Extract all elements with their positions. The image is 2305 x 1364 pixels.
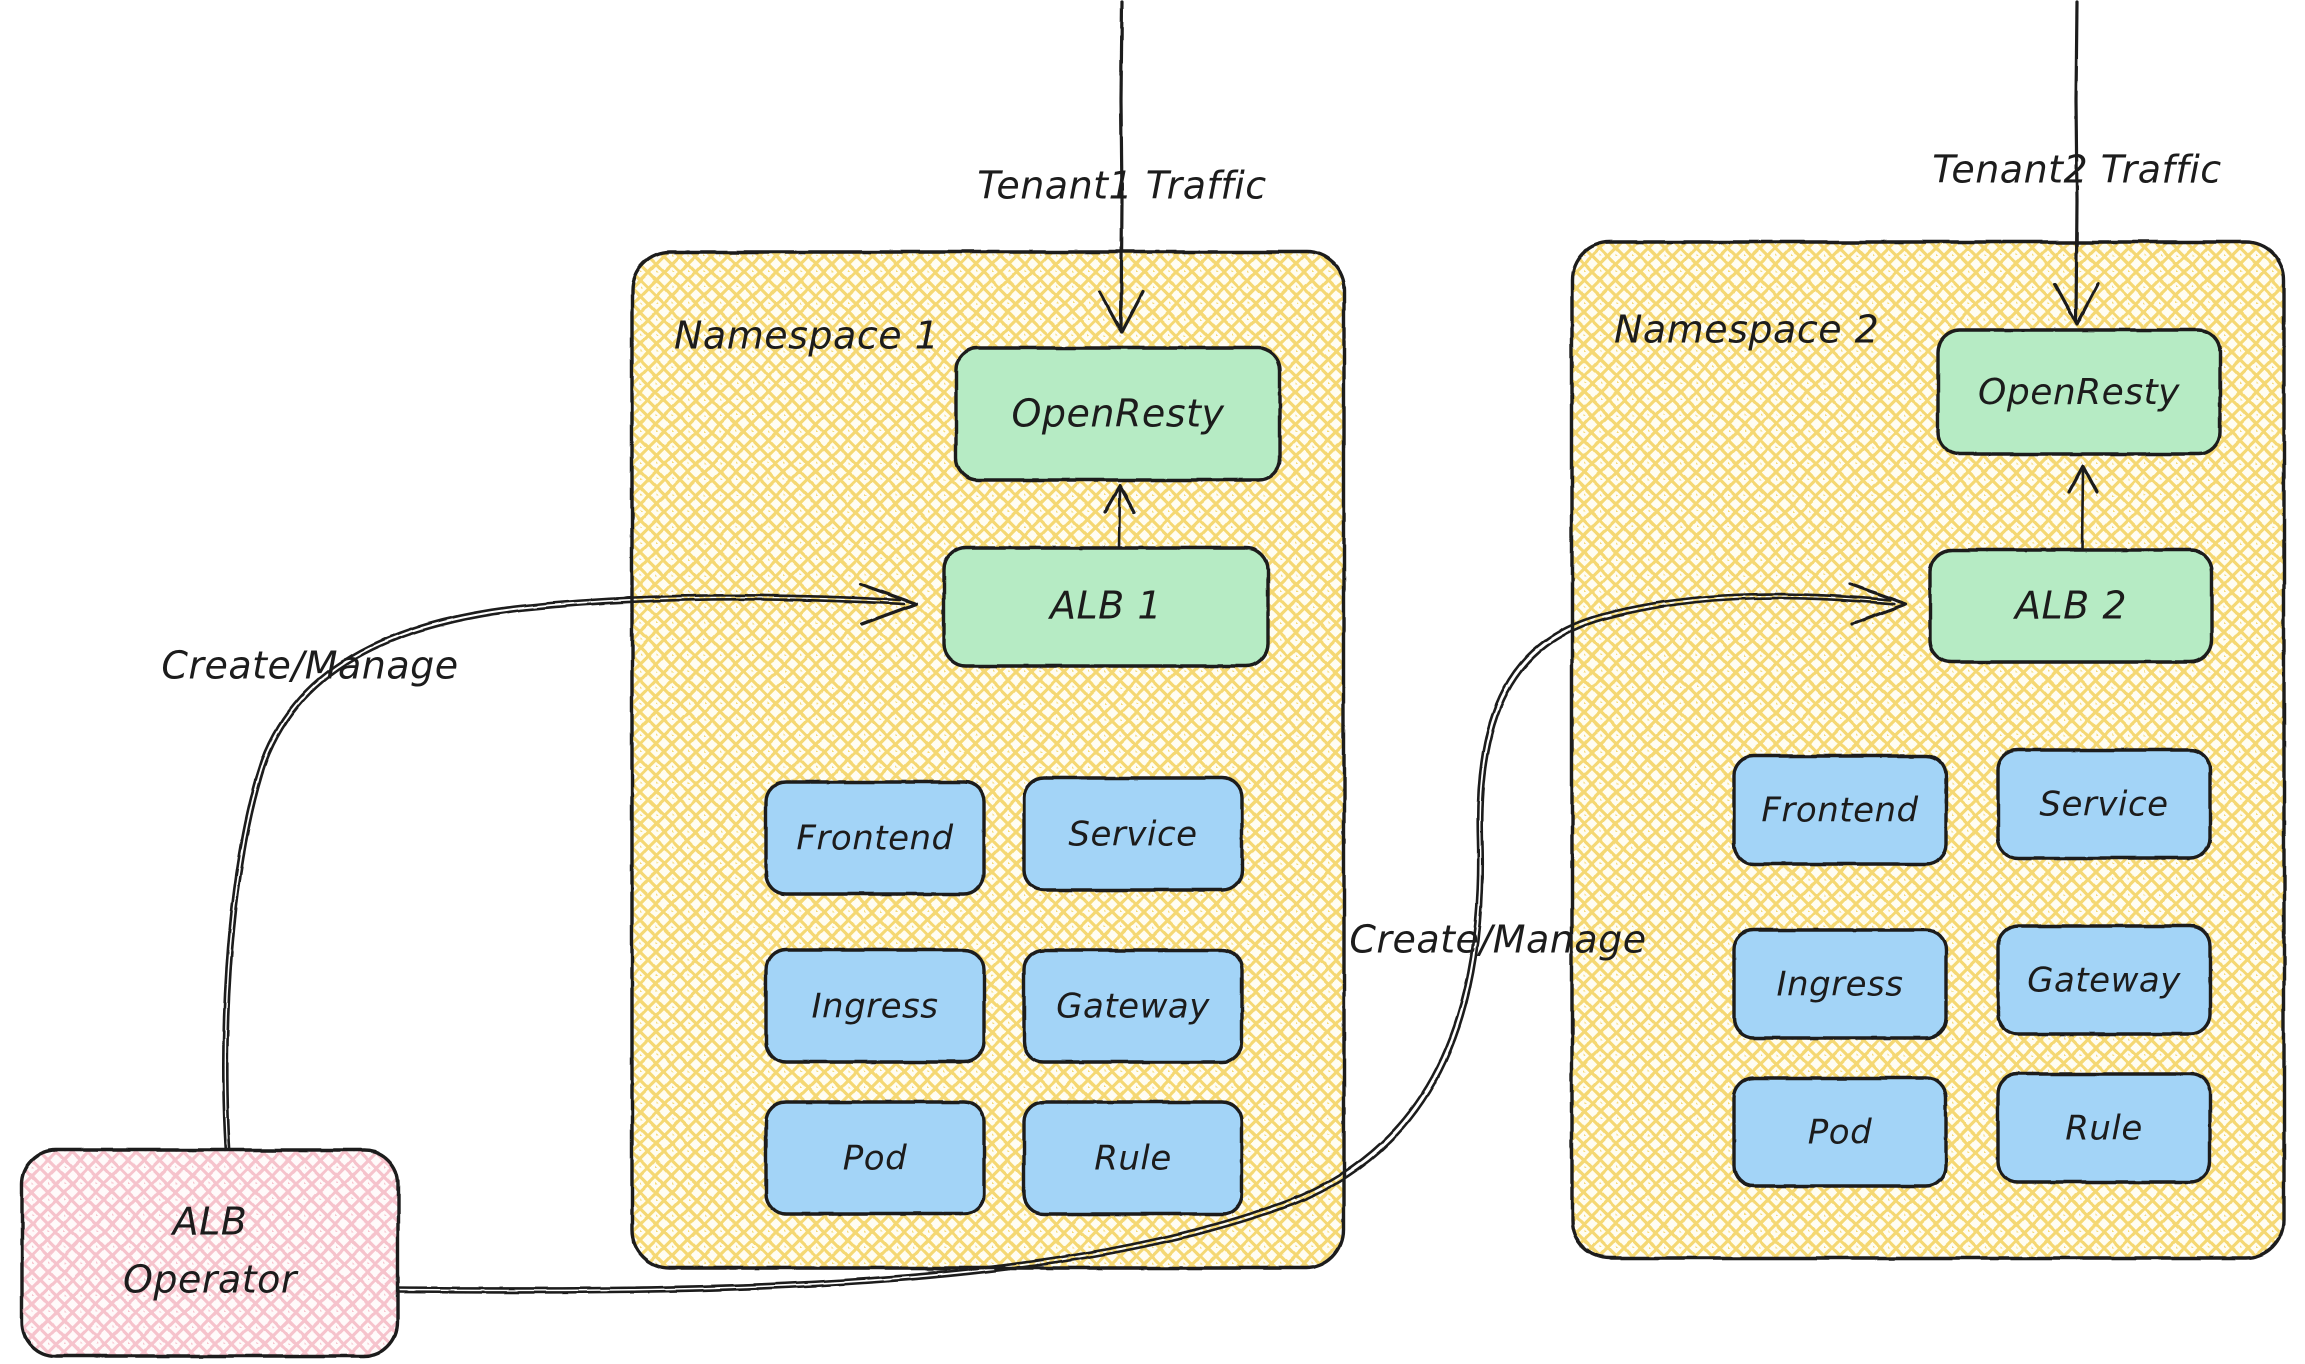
ns2-resource-gateway[interactable]: Gateway bbox=[1996, 924, 2212, 1036]
alb-operator-label-line2: Operator bbox=[123, 1258, 299, 1302]
ns1-resource-gateway[interactable]: Gateway bbox=[1022, 948, 1244, 1064]
ns2-openresty-label: OpenResty bbox=[1978, 372, 2180, 413]
ns2-alb2-node[interactable]: ALB 2 bbox=[1928, 548, 2214, 664]
ns1-ingress-label: Ingress bbox=[812, 987, 939, 1027]
ns2-openresty-box bbox=[1936, 328, 2222, 456]
ns2-gateway-label: Gateway bbox=[2027, 961, 2181, 1001]
ns2-service-box bbox=[1996, 748, 2212, 860]
alb-operator-box bbox=[20, 1148, 400, 1358]
edge-label-create-manage-1: Create/Manage bbox=[161, 644, 458, 688]
ns1-rule-label: Rule bbox=[1094, 1139, 1172, 1179]
ns2-alb2-box bbox=[1928, 548, 2214, 664]
ns1-openresty-box bbox=[954, 346, 1282, 482]
alb-operator-node[interactable]: ALB Operator bbox=[20, 1148, 400, 1358]
ns2-alb2-label: ALB 2 bbox=[2012, 584, 2127, 628]
ns2-openresty-node[interactable]: OpenResty bbox=[1936, 328, 2222, 456]
ns1-resource-grid: Frontend Service Ingress Gateway bbox=[764, 776, 1244, 1216]
ns2-alb-to-openresty-arrow bbox=[2067, 464, 2099, 552]
ns1-resource-rule[interactable]: Rule bbox=[1022, 1100, 1244, 1216]
ns1-gateway-box bbox=[1022, 948, 1244, 1064]
ns1-alb1-label: ALB 1 bbox=[1047, 584, 1162, 628]
ns1-rule-box bbox=[1022, 1100, 1244, 1216]
ns2-ingress-box bbox=[1732, 928, 1948, 1040]
ns1-openresty-node[interactable]: OpenResty bbox=[954, 346, 1282, 482]
namespace-1-label: Namespace 1 bbox=[674, 314, 939, 358]
ns1-alb-to-openresty-arrow bbox=[1103, 484, 1136, 550]
edge-operator-to-alb2: Create/Manage bbox=[393, 582, 1908, 1294]
ns2-service-label: Service bbox=[2039, 785, 2168, 825]
tenant2-traffic-label: Tenant2 Traffic bbox=[1932, 148, 2221, 192]
namespace-2-label: Namespace 2 bbox=[1614, 308, 1879, 352]
ns2-rule-label: Rule bbox=[2065, 1109, 2143, 1149]
ns1-pod-box bbox=[764, 1100, 986, 1216]
ns2-ingress-label: Ingress bbox=[1777, 965, 1904, 1005]
ns1-resource-frontend[interactable]: Frontend bbox=[764, 780, 986, 896]
tenant1-traffic-arrow: Tenant1 Traffic bbox=[977, 0, 1266, 334]
ns1-frontend-box bbox=[764, 780, 986, 896]
ns1-resource-service[interactable]: Service bbox=[1022, 776, 1244, 892]
tenant2-traffic-arrow: Tenant2 Traffic bbox=[1932, 0, 2221, 326]
ns1-alb1-node[interactable]: ALB 1 bbox=[942, 546, 1270, 668]
ns1-openresty-label: OpenResty bbox=[1012, 392, 1225, 436]
ns2-pod-label: Pod bbox=[1808, 1113, 1872, 1153]
ns1-gateway-label: Gateway bbox=[1056, 987, 1210, 1027]
ns2-frontend-label: Frontend bbox=[1761, 791, 1918, 831]
ns2-resource-grid: Frontend Service Ingress Gateway bbox=[1732, 748, 2212, 1188]
ns1-service-label: Service bbox=[1068, 815, 1197, 855]
ns2-pod-box bbox=[1732, 1076, 1948, 1188]
ns1-resource-ingress[interactable]: Ingress bbox=[764, 948, 986, 1064]
ns1-frontend-label: Frontend bbox=[796, 819, 953, 859]
edge-operator-to-alb1: Create/Manage bbox=[161, 582, 918, 1206]
ns1-service-box bbox=[1022, 776, 1244, 892]
ns2-frontend-box bbox=[1732, 754, 1948, 866]
alb-operator-label-line1: ALB bbox=[170, 1200, 248, 1244]
edge-label-create-manage-2: Create/Manage bbox=[1349, 918, 1646, 962]
ns2-resource-frontend[interactable]: Frontend bbox=[1732, 754, 1948, 866]
ns2-resource-rule[interactable]: Rule bbox=[1996, 1072, 2212, 1184]
ns2-resource-pod[interactable]: Pod bbox=[1732, 1076, 1948, 1188]
ns2-gateway-box bbox=[1996, 924, 2212, 1036]
ns1-pod-label: Pod bbox=[843, 1139, 907, 1179]
ns1-ingress-box bbox=[764, 948, 986, 1064]
ns1-alb1-box bbox=[942, 546, 1270, 668]
ns2-resource-service[interactable]: Service bbox=[1996, 748, 2212, 860]
tenant1-traffic-label: Tenant1 Traffic bbox=[977, 164, 1266, 208]
ns2-rule-box bbox=[1996, 1072, 2212, 1184]
ns1-resource-pod[interactable]: Pod bbox=[764, 1100, 986, 1216]
ns2-resource-ingress[interactable]: Ingress bbox=[1732, 928, 1948, 1040]
